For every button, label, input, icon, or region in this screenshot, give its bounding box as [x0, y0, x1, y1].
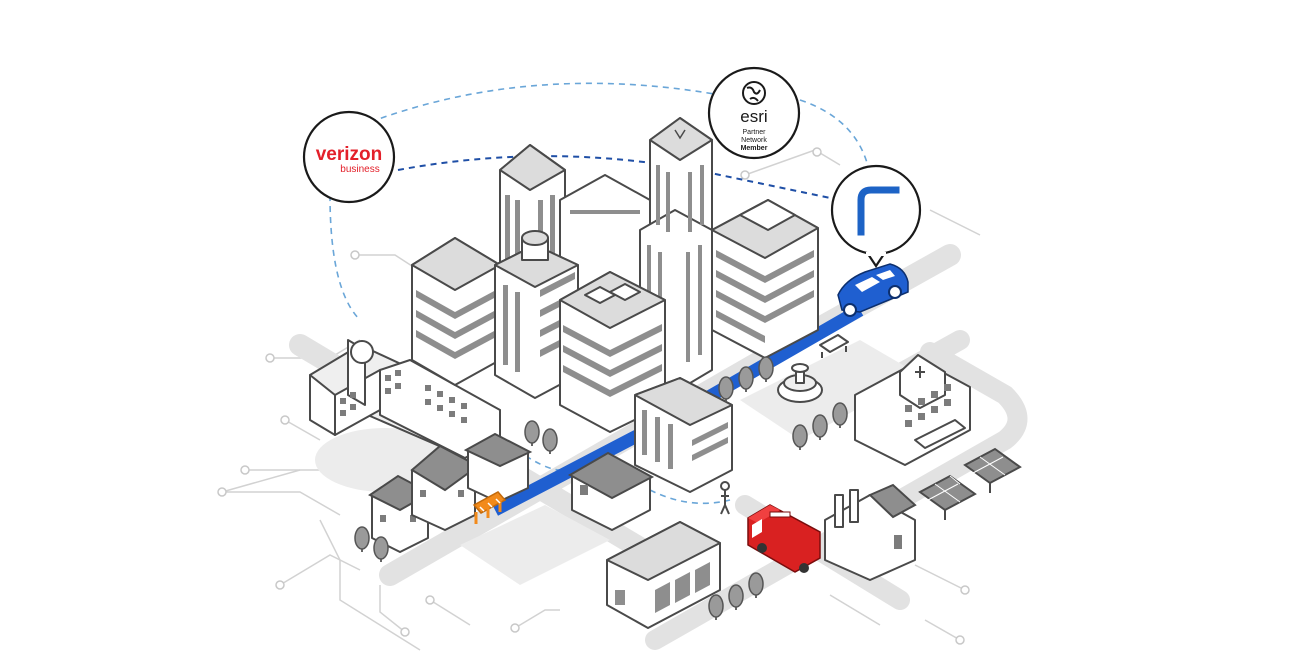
campus-building: [309, 339, 501, 459]
esri-partner-text: Partner: [743, 129, 767, 136]
esri-network-text: Network: [741, 137, 767, 144]
esri-badge: esri Partner Network Member: [707, 66, 801, 160]
fire-truck-icon: [747, 504, 821, 573]
houses-left: [368, 432, 533, 553]
brand-badge: [830, 164, 922, 268]
house-center: [567, 451, 655, 531]
esri-member-text: Member: [741, 145, 768, 152]
verizon-logo-text: verizon: [316, 144, 383, 165]
verizon-logo-subtext: business: [340, 164, 379, 175]
tower-middle: [494, 230, 579, 399]
office-right: [711, 199, 819, 359]
hospital: [854, 354, 971, 466]
road-barrier-icon: [472, 491, 507, 524]
factory: [824, 483, 917, 581]
office-left: [411, 237, 501, 386]
brand-corner-icon: [857, 186, 900, 236]
warehouse: [606, 521, 721, 629]
car-icon: [837, 263, 909, 317]
pedestrian-icon: [720, 481, 730, 515]
circuit-lines: [217, 147, 981, 651]
verizon-badge: verizon business: [302, 110, 396, 204]
office-front-round: [559, 271, 666, 433]
trees: [354, 356, 848, 620]
globe-icon: [742, 81, 766, 105]
office-front-center: [634, 377, 733, 493]
fountain-icon: [777, 363, 823, 403]
connection-network: [329, 82, 871, 505]
solar-panel-icon: [918, 447, 1022, 520]
esri-logo-text: esri: [740, 107, 767, 126]
bench-icon: [819, 334, 849, 358]
